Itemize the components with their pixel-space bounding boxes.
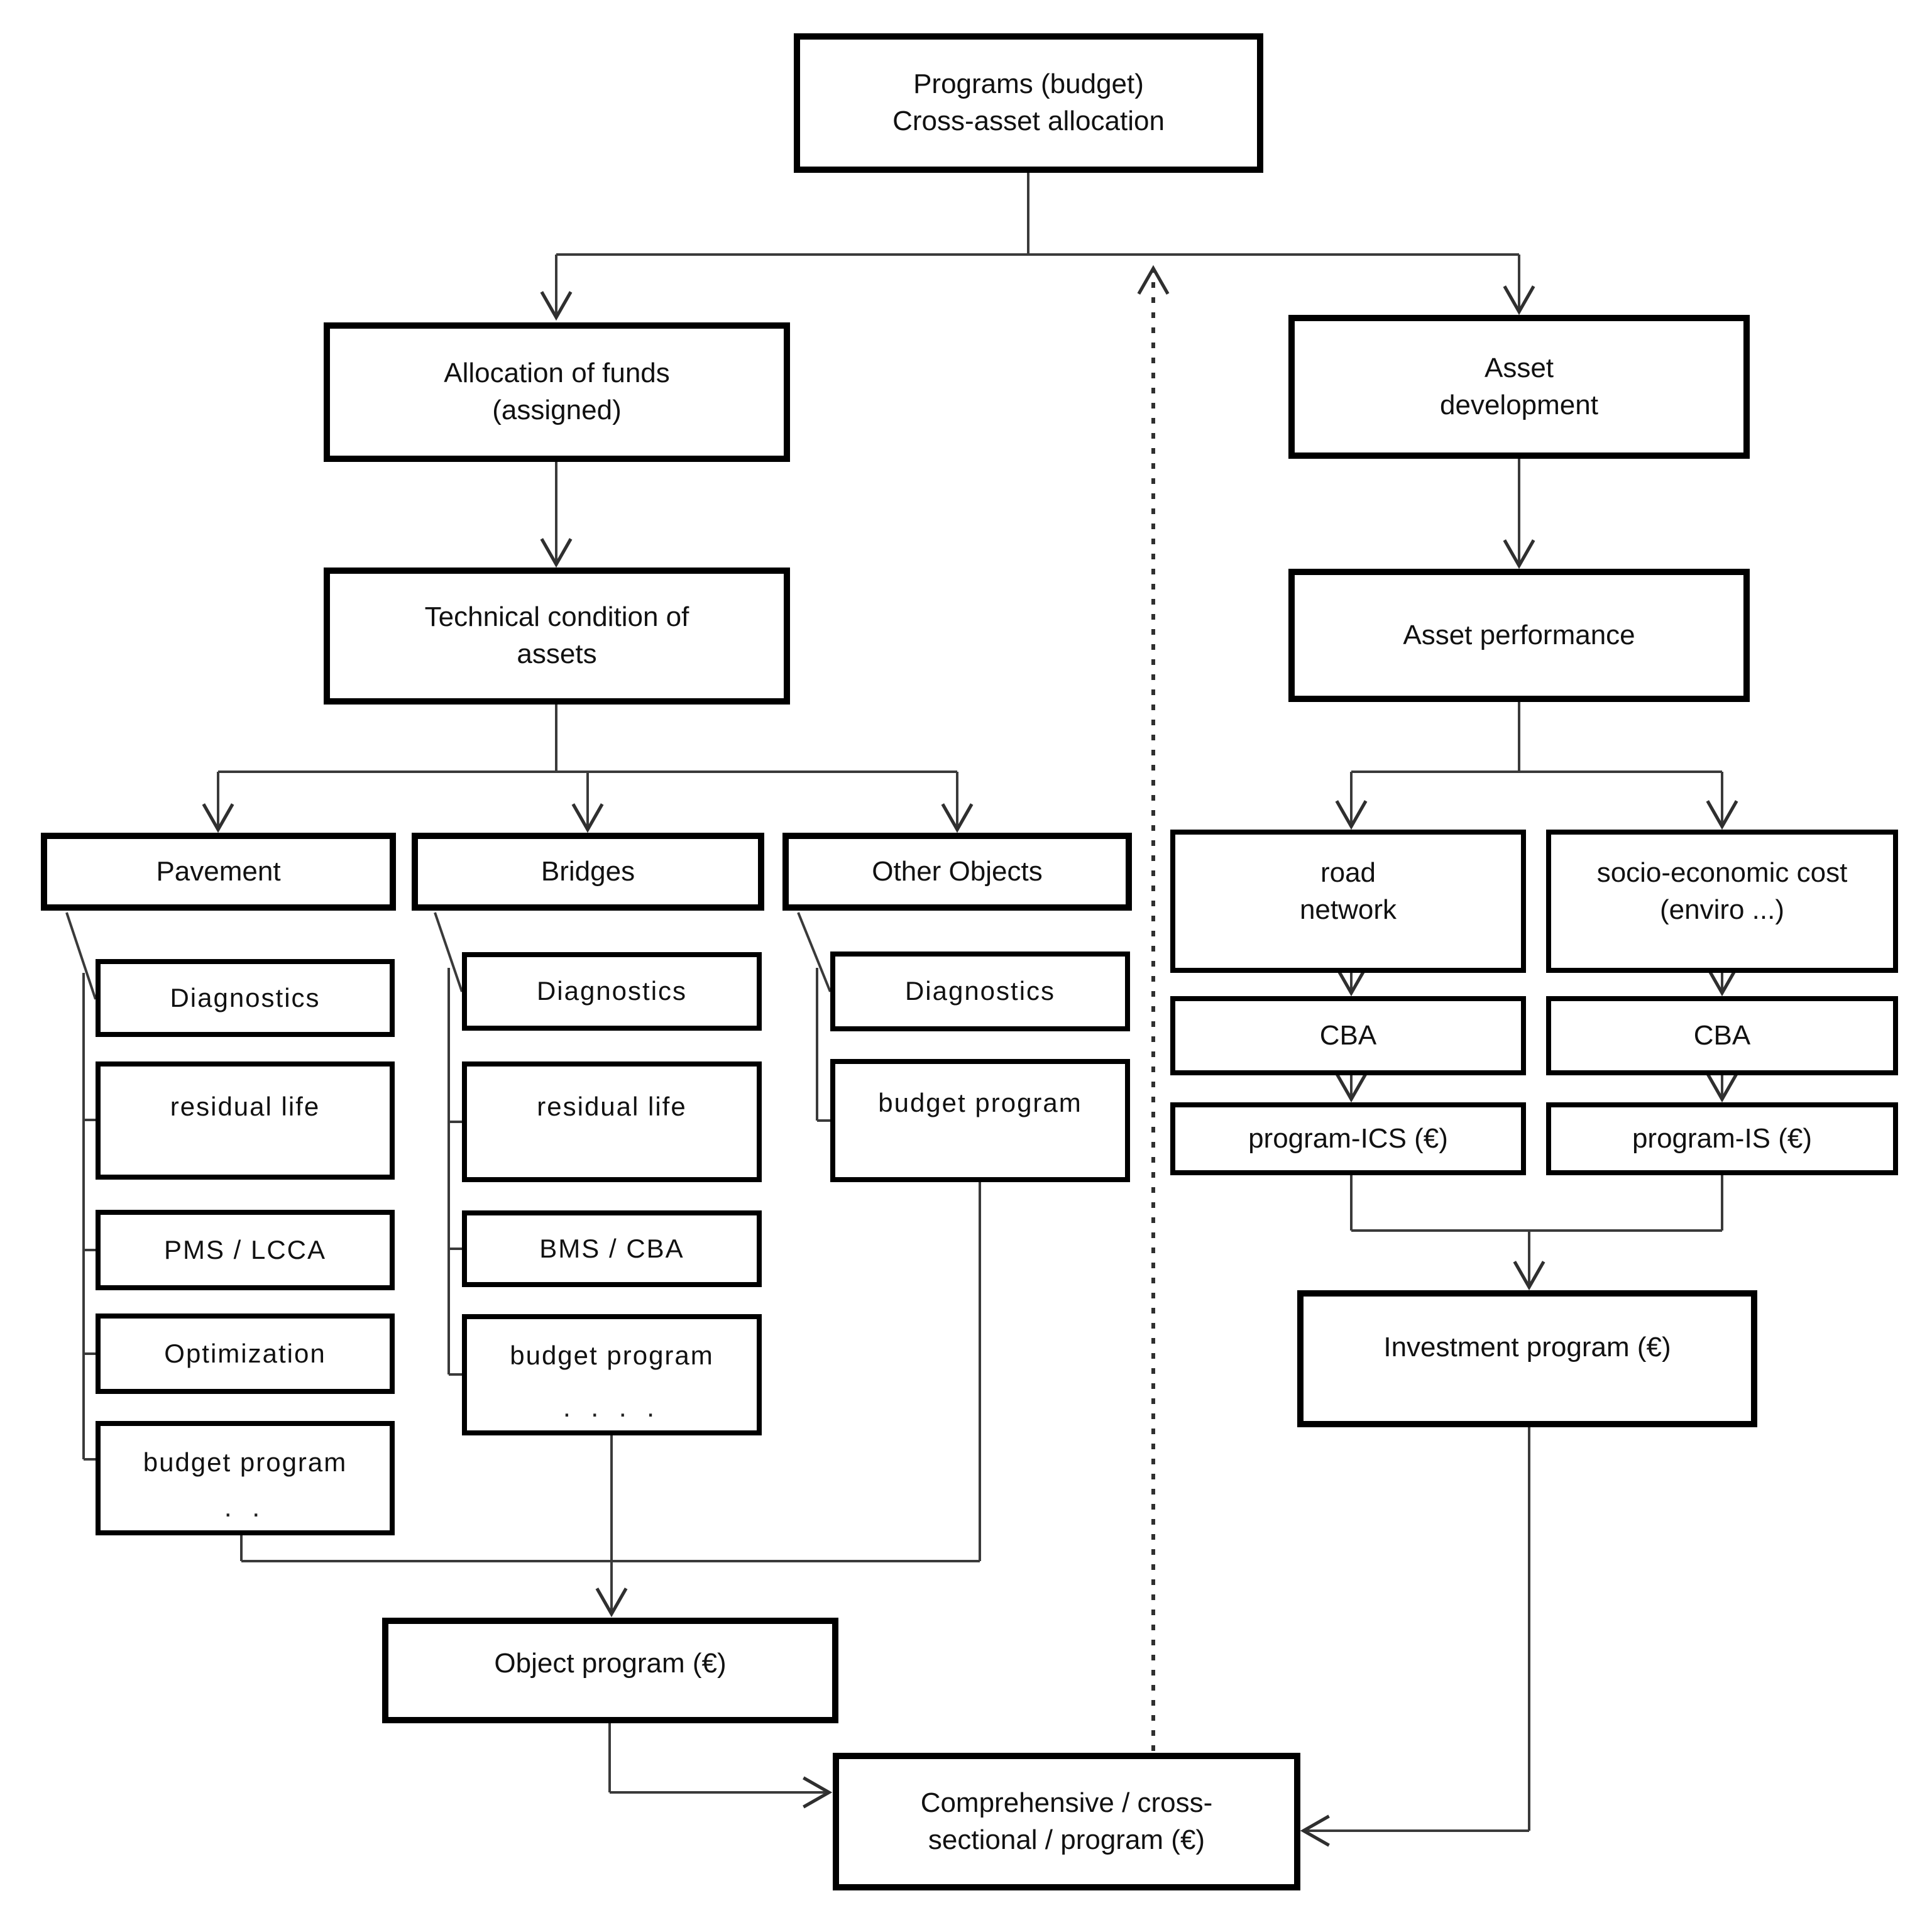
node-socio-economic-cost-label: socio-economic cost (enviro ...) [1596, 857, 1848, 925]
node-technical-condition-label: Technical condition of assets [424, 601, 689, 669]
node-programs-label: Programs (budget) Cross-asset allocation [892, 69, 1165, 136]
node-programs: Programs (budget) Cross-asset allocation [794, 33, 1263, 173]
node-road-network: road network [1170, 830, 1526, 973]
node-bridges-bms-cba: BMS / CBA [462, 1210, 762, 1287]
node-asset-performance: Asset performance [1288, 569, 1750, 702]
node-investment-program: Investment program (€) [1297, 1290, 1757, 1427]
node-bridges-budget-program: budget program . . . . [462, 1314, 762, 1435]
ellipsis-dots: . . . . [563, 1392, 661, 1423]
node-pavement-pms-lcca: PMS / LCCA [96, 1210, 395, 1290]
node-bridges-diagnostics: Diagnostics [462, 952, 762, 1031]
node-bridges-label: Bridges [541, 855, 635, 887]
node-cba-road-label: CBA [1319, 1019, 1377, 1051]
node-cba-road: CBA [1170, 996, 1526, 1075]
node-pavement-label: Pavement [156, 855, 281, 887]
node-allocation-of-funds-label: Allocation of funds (assigned) [444, 358, 670, 425]
node-pavement: Pavement [41, 833, 396, 911]
node-object-program-label: Object program (€) [494, 1648, 727, 1679]
node-program-ics: program-ICS (€) [1170, 1102, 1526, 1175]
node-other-objects-diagnostics-label: Diagnostics [904, 976, 1056, 1006]
node-pavement-residual-life: residual life [96, 1061, 395, 1180]
node-pavement-diagnostics: Diagnostics [96, 959, 395, 1037]
ellipsis-dots: . . [224, 1492, 266, 1523]
node-bridges-budget-program-label: budget program [510, 1341, 714, 1370]
node-allocation-of-funds: Allocation of funds (assigned) [324, 322, 790, 462]
node-pavement-optimization: Optimization [96, 1313, 395, 1394]
node-asset-performance-label: Asset performance [1403, 619, 1635, 650]
node-pavement-diagnostics-label: Diagnostics [170, 982, 321, 1012]
node-other-objects-budget-program: budget program [830, 1059, 1130, 1182]
node-asset-development: Asset development [1288, 315, 1750, 459]
node-cba-socio-label: CBA [1693, 1019, 1751, 1051]
node-comprehensive-program-label: Comprehensive / cross- sectional / progr… [920, 1787, 1213, 1855]
node-pavement-pms-lcca-label: PMS / LCCA [163, 1234, 327, 1264]
node-investment-program-label: Investment program (€) [1383, 1332, 1671, 1363]
node-pavement-optimization-label: Optimization [164, 1338, 326, 1368]
node-pavement-budget-program: budget program . . [96, 1421, 395, 1535]
node-bridges-diagnostics-label: Diagnostics [536, 976, 688, 1006]
node-program-is-label: program-IS (€) [1632, 1122, 1813, 1154]
node-bridges-residual-life: residual life [462, 1061, 762, 1182]
node-bridges-bms-cba-label: BMS / CBA [539, 1233, 684, 1263]
node-other-objects: Other Objects [782, 833, 1132, 911]
node-asset-development-label: Asset development [1440, 352, 1598, 420]
node-pavement-residual-life-label: residual life [170, 1092, 321, 1121]
node-technical-condition: Technical condition of assets [324, 568, 790, 705]
node-socio-economic-cost: socio-economic cost (enviro ...) [1546, 830, 1898, 973]
node-program-ics-label: program-ICS (€) [1248, 1122, 1448, 1154]
node-other-objects-budget-program-label: budget program [878, 1088, 1082, 1117]
node-program-is: program-IS (€) [1546, 1102, 1898, 1175]
node-road-network-label: road network [1299, 857, 1397, 925]
node-bridges: Bridges [412, 833, 764, 911]
node-other-objects-label: Other Objects [872, 855, 1043, 887]
node-comprehensive-program: Comprehensive / cross- sectional / progr… [833, 1753, 1300, 1890]
node-pavement-budget-program-label: budget program [143, 1447, 348, 1477]
node-object-program: Object program (€) [382, 1618, 838, 1723]
node-other-objects-diagnostics: Diagnostics [830, 952, 1130, 1031]
node-cba-socio: CBA [1546, 996, 1898, 1075]
node-bridges-residual-life-label: residual life [537, 1092, 687, 1121]
